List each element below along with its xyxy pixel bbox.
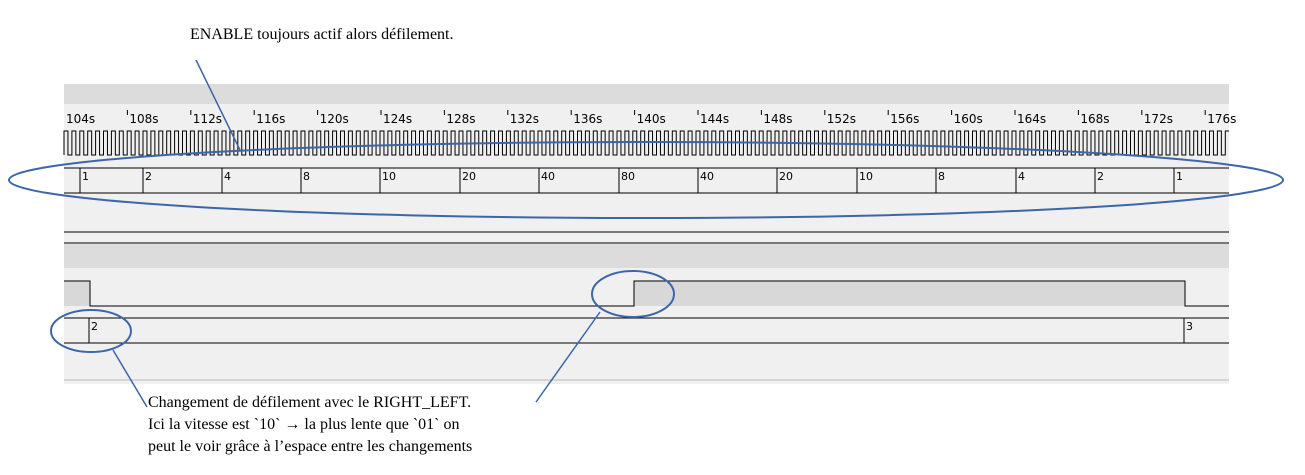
time-label: 108s bbox=[129, 112, 158, 126]
time-label: 132s bbox=[510, 112, 539, 126]
bus-value-label: 8 bbox=[938, 170, 945, 183]
annotation-line-2: Ici la vitesse est `10` → la plus lente … bbox=[148, 416, 460, 433]
bus-value-label: 10 bbox=[859, 170, 873, 183]
time-label: 144s bbox=[700, 112, 729, 126]
bus-value-label: 2 bbox=[145, 170, 152, 183]
bus-value-label: 20 bbox=[462, 170, 476, 183]
time-label: 120s bbox=[320, 112, 349, 126]
transition-highlight-ellipse bbox=[591, 270, 675, 318]
annotation-pointer-line bbox=[195, 59, 241, 151]
time-label: 124s bbox=[383, 112, 412, 126]
time-label: 148s bbox=[763, 112, 792, 126]
transition-highlight-ellipse bbox=[50, 309, 132, 353]
time-label: 176s bbox=[1207, 112, 1236, 126]
annotation-overlay bbox=[8, 59, 1284, 408]
value-bus-trace: 1 2 4 8 10 20 40 80 40 20 10 8 4 2 1 bbox=[64, 167, 1229, 194]
high-level-fill bbox=[634, 281, 1185, 306]
bus-value-label: 10 bbox=[382, 170, 396, 183]
waveform-panel bbox=[64, 84, 1229, 384]
enable-highlight-ellipse bbox=[8, 141, 1284, 219]
bus-value-label: 40 bbox=[700, 170, 714, 183]
bus-value-label: 8 bbox=[303, 170, 310, 183]
bus-value-label: 3 bbox=[1186, 320, 1193, 333]
panel-header-band bbox=[64, 84, 1229, 104]
clock-waveform bbox=[63, 130, 1229, 156]
enable-annotation: ENABLE toujours actif alors défilement. bbox=[190, 26, 454, 43]
time-label: 116s bbox=[256, 112, 285, 126]
divider-band bbox=[64, 244, 1229, 268]
bus-value-label: 2 bbox=[1097, 170, 1104, 183]
annotation-pointer-line bbox=[535, 311, 601, 403]
annotation-pointer-line bbox=[112, 349, 148, 408]
time-label: 128s bbox=[446, 112, 475, 126]
bus-value-label: 20 bbox=[779, 170, 793, 183]
annotation-line-3: peut le voir grâce à l’espace entre les … bbox=[148, 438, 473, 455]
time-label: 152s bbox=[827, 112, 856, 126]
bus-value-label: 40 bbox=[541, 170, 555, 183]
time-label: 140s bbox=[637, 112, 666, 126]
right-left-waveform bbox=[64, 280, 1229, 307]
bus-value-label: 1 bbox=[82, 170, 89, 183]
bus-value-label: 4 bbox=[1018, 170, 1025, 183]
panel-background bbox=[64, 84, 1229, 384]
bus-value-label: 2 bbox=[91, 320, 98, 333]
annotation-line-1: Changement de défilement avec le RIGHT_L… bbox=[148, 394, 472, 411]
right-left-annotation: Changement de défilement avec le RIGHT_L… bbox=[148, 392, 472, 458]
bus-value-label: 80 bbox=[621, 170, 635, 183]
time-label: 172s bbox=[1144, 112, 1173, 126]
time-label: 104s bbox=[66, 112, 95, 126]
clock-signal-trace bbox=[63, 130, 1229, 156]
time-label: 136s bbox=[573, 112, 602, 126]
right-left-signal-trace bbox=[64, 280, 1229, 307]
bus-value-label: 1 bbox=[1176, 170, 1183, 183]
time-label: 168s bbox=[1080, 112, 1109, 126]
bus-value-label: 4 bbox=[224, 170, 231, 183]
time-label: 160s bbox=[954, 112, 983, 126]
time-label: 164s bbox=[1017, 112, 1046, 126]
high-level-fill bbox=[64, 281, 90, 306]
time-label: 156s bbox=[890, 112, 919, 126]
time-label: 112s bbox=[193, 112, 222, 126]
time-ruler: 104s 108s 112s 116s 120s 124s 128s 132s 136s 140s… bbox=[66, 110, 1236, 126]
